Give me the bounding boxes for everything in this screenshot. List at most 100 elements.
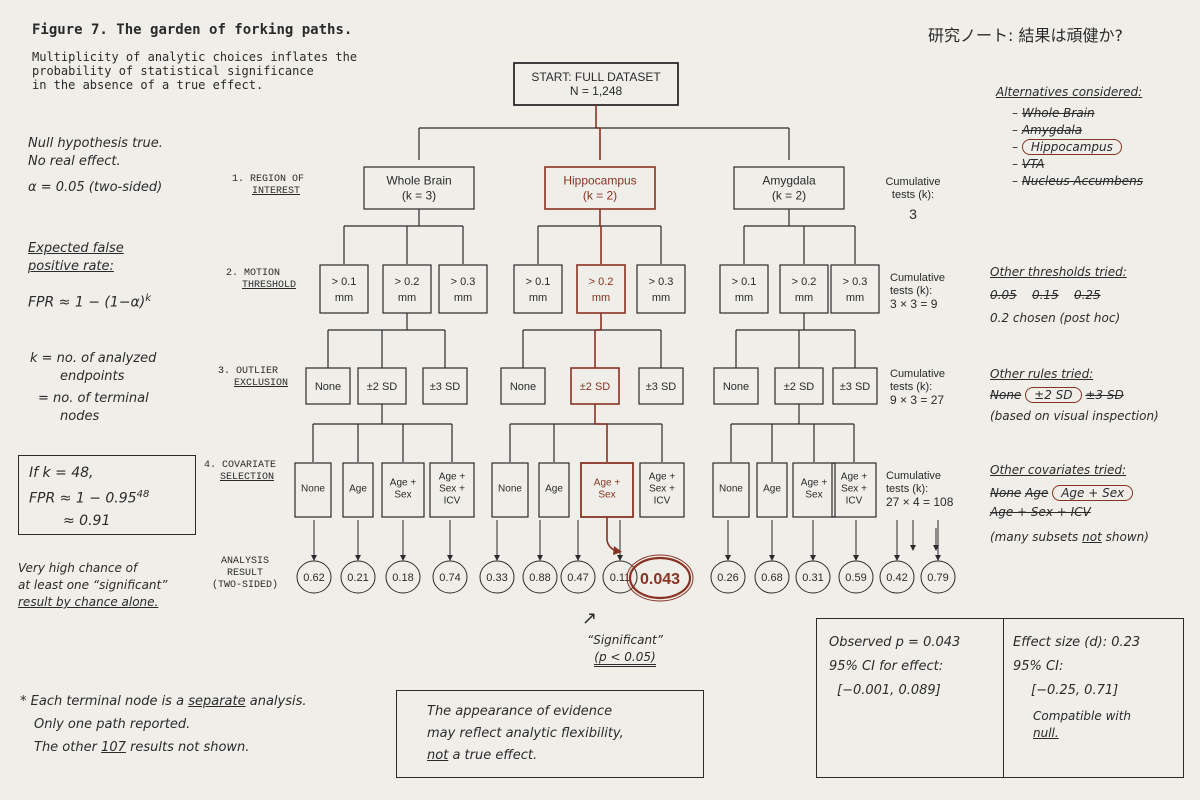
observed-p: Observed p = 0.043 bbox=[829, 635, 961, 650]
threshold-tried: 0.05 bbox=[990, 288, 1017, 302]
step-label: OUTLIER bbox=[236, 366, 279, 377]
covariates-title: Other covariates tried: bbox=[990, 463, 1127, 477]
stats-divider bbox=[1003, 619, 1004, 777]
note-line: result by chance alone. bbox=[18, 595, 159, 609]
covariate-chosen: Age + Sex bbox=[1052, 485, 1134, 501]
outlier-node-text: ±3 SD bbox=[646, 381, 677, 393]
cumulative-label: tests (k): bbox=[890, 285, 933, 297]
step-num: 1. bbox=[232, 174, 245, 185]
region-node-text: (k = 2) bbox=[583, 189, 617, 203]
motion-node-text: > 0.2 bbox=[589, 276, 614, 288]
outlier-node-text: ±3 SD bbox=[430, 381, 461, 393]
motion-node bbox=[438, 264, 488, 314]
covariate-node bbox=[792, 462, 836, 518]
note-line: If k = 48, bbox=[29, 465, 94, 481]
step-outlier-exclusion: 3. OUTLIER EXCLUSION bbox=[218, 366, 288, 390]
result-value: 0.18 bbox=[392, 572, 413, 584]
result-value: 0.42 bbox=[886, 572, 907, 584]
caveat-emphasis: not bbox=[427, 748, 449, 763]
result-node bbox=[479, 560, 515, 594]
covariate-node-text: ICV bbox=[654, 496, 671, 507]
cumulative-label: Cumulative bbox=[890, 272, 946, 284]
cumulative-value: 27 × 4 = 108 bbox=[886, 495, 954, 509]
motion-node-text: > 0.2 bbox=[792, 276, 817, 288]
motion-node-text: mm bbox=[398, 292, 416, 304]
covariate-node-text: Age + bbox=[649, 472, 676, 483]
motion-node bbox=[382, 264, 432, 314]
result-node bbox=[838, 560, 874, 594]
result-node bbox=[754, 560, 790, 594]
covariate-node-text: Age bbox=[349, 484, 367, 495]
motion-node-text: mm bbox=[735, 292, 753, 304]
result-node bbox=[385, 560, 421, 594]
footer-line: The other bbox=[34, 740, 97, 755]
arrow-head bbox=[853, 555, 859, 561]
covariate-node-text: Sex bbox=[805, 490, 822, 501]
covariate-node bbox=[429, 462, 475, 518]
significant-path bbox=[606, 517, 619, 553]
covariate-node bbox=[639, 462, 685, 518]
step-label: (TWO-SIDED) bbox=[211, 580, 278, 591]
note-line: endpoints bbox=[60, 369, 125, 384]
null-hypothesis-note: Null hypothesis true. No real effect. α … bbox=[28, 135, 163, 197]
footer-emphasis: separate bbox=[188, 694, 246, 709]
note-line: No real effect. bbox=[28, 154, 121, 169]
rule-chosen: ±2 SD bbox=[1025, 387, 1082, 403]
cumulative-tests-4: Cumulative tests (k): 27 × 4 = 108 bbox=[886, 470, 953, 509]
start-node-text: START: FULL DATASET bbox=[531, 70, 661, 84]
thresholds-title: Other thresholds tried: bbox=[990, 265, 1127, 279]
motion-node-text: > 0.3 bbox=[843, 276, 868, 288]
region-node-text: Hippocampus bbox=[563, 174, 636, 188]
region-node-text: (k = 2) bbox=[772, 189, 806, 203]
motion-node-text: > 0.2 bbox=[395, 276, 420, 288]
result-node bbox=[795, 560, 831, 594]
step-motion-threshold: 2. MOTION THRESHOLD bbox=[226, 268, 296, 292]
threshold-tried: 0.25 bbox=[1073, 288, 1101, 302]
motion-node bbox=[636, 264, 686, 314]
caveat-line: a true effect. bbox=[452, 748, 538, 763]
step-num: 4. bbox=[204, 460, 217, 471]
step-num: 2. bbox=[226, 268, 239, 279]
subtitle-line: in the absence of a true effect. bbox=[32, 78, 264, 92]
effect-size-stats: Effect size (d): 0.23 95% CI: [−0.25, 0.… bbox=[1013, 631, 1140, 741]
fpr-formula: FPR ≈ 1 − (1−α) bbox=[28, 294, 146, 311]
step-label: COVARIATE bbox=[222, 460, 277, 471]
motion-node-text: > 0.1 bbox=[732, 276, 757, 288]
covariate-node-text: ICV bbox=[846, 496, 863, 507]
note-line: Null hypothesis true. bbox=[28, 136, 163, 151]
covariate-node-text: Sex + bbox=[439, 484, 465, 495]
covariate-node-text: Sex bbox=[394, 490, 411, 501]
cumulative-label: tests (k): bbox=[886, 483, 929, 495]
outlier-node-text: ±2 SD bbox=[784, 381, 815, 393]
covariate-node bbox=[381, 462, 425, 518]
footer-line: Only one path reported. bbox=[34, 717, 191, 732]
outlier-node-text: ±2 SD bbox=[367, 381, 398, 393]
step-label: THRESHOLD bbox=[242, 280, 297, 291]
arrow-head bbox=[935, 555, 941, 561]
analysis-result-label: ANALYSIS RESULT (TWO-SIDED) bbox=[210, 556, 280, 592]
covariate-node-text: Sex bbox=[598, 490, 615, 501]
alpha-line: α = 0.05 (two-sided) bbox=[28, 180, 163, 195]
result-node bbox=[710, 560, 746, 594]
fpr-title: positive rate: bbox=[28, 259, 114, 274]
step-label: SELECTION bbox=[220, 472, 275, 483]
cumulative-label: tests (k): bbox=[890, 381, 933, 393]
motion-node-text: > 0.3 bbox=[451, 276, 476, 288]
result-node bbox=[560, 560, 596, 594]
cumulative-value: 3 bbox=[909, 206, 917, 222]
outlier-node-text: None bbox=[315, 381, 341, 393]
note-line: Very high chance of bbox=[18, 561, 138, 575]
motion-node-text: mm bbox=[592, 292, 610, 304]
covariate-node-text: None bbox=[301, 484, 325, 495]
cumulative-label: Cumulative bbox=[886, 470, 942, 482]
alt-item: Nucleus Accumbens bbox=[1021, 174, 1143, 188]
note-line: = no. of terminal bbox=[38, 391, 149, 406]
effect-ci-value: [−0.25, 0.71] bbox=[1031, 683, 1119, 698]
rule-tried: ±3 SD bbox=[1085, 388, 1124, 402]
outlier-node bbox=[422, 367, 468, 405]
step-label: ANALYSIS bbox=[220, 556, 269, 567]
footer-line: results not shown. bbox=[130, 740, 250, 755]
covariate-node bbox=[294, 462, 332, 518]
step-label: RESULT bbox=[226, 568, 263, 579]
